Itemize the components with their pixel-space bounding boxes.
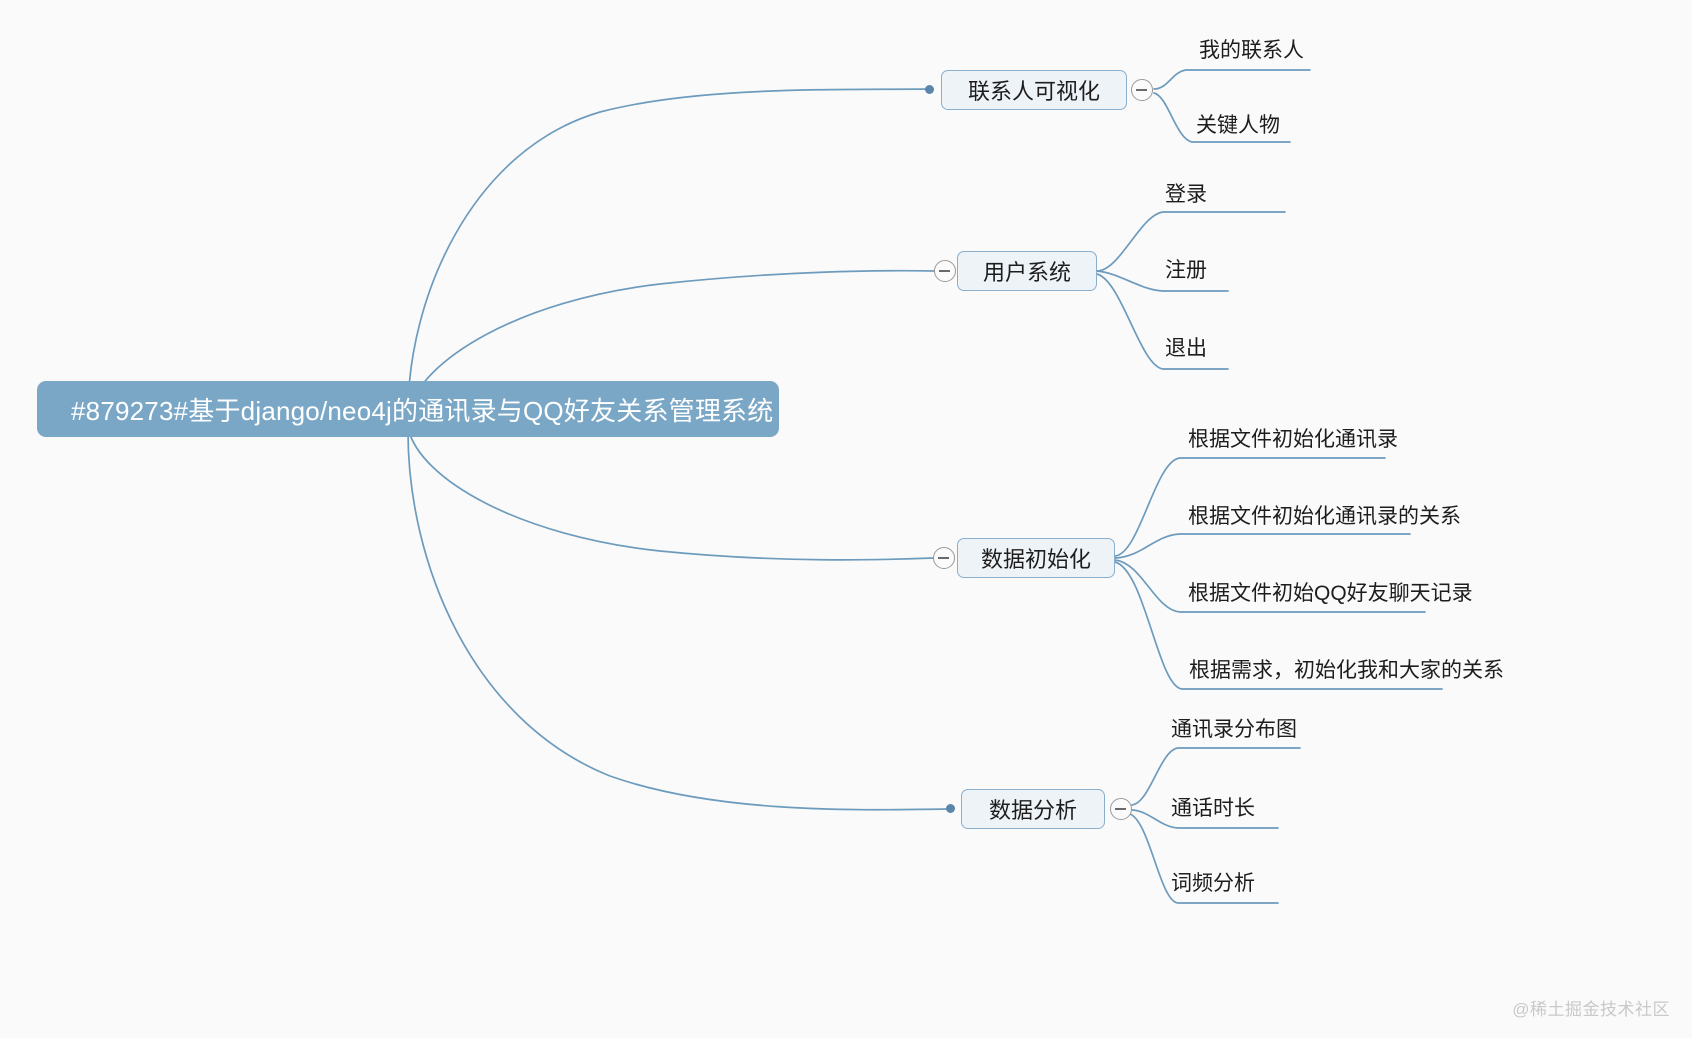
branch-node-label: 数据分析 (988, 798, 1077, 823)
edge-connector-dot (925, 85, 934, 94)
leaf-node-label: 通讯录分布图 (1171, 718, 1297, 741)
minus-circle-icon[interactable] (1131, 79, 1153, 101)
root-node-label: #879273#基于django/neo4j的通讯录与QQ好友关系管理系统 (71, 395, 774, 426)
leaf-node-my-contacts[interactable]: 我的联系人 (1199, 40, 1304, 68)
edge-root-to-branch-3 (407, 431, 949, 811)
edge-branch-1-child-1 (1096, 270, 1229, 292)
branch-node-label: 数据初始化 (980, 547, 1091, 572)
leaf-node-init-my-relations-on-demand[interactable]: 根据需求，初始化我和大家的关系 (1189, 660, 1504, 688)
leaf-node-label: 通话时长 (1171, 797, 1255, 820)
leaf-node-logout[interactable]: 退出 (1165, 338, 1207, 366)
leaf-node-label: 根据文件初始QQ好友聊天记录 (1188, 582, 1473, 605)
leaf-node-label: 根据文件初始化通讯录的关系 (1188, 505, 1461, 528)
leaf-node-register[interactable]: 注册 (1165, 260, 1207, 288)
branch-node-data-analysis[interactable]: 数据分析 (961, 789, 1105, 829)
edge-root-to-branch-0 (407, 88, 929, 414)
watermark: @稀土掘金技术社区 (1512, 1000, 1670, 1019)
minus-circle-icon[interactable] (1110, 798, 1132, 820)
leaf-node-key-person[interactable]: 关键人物 (1196, 115, 1280, 143)
branch-node-label: 用户系统 (982, 260, 1071, 285)
edge-root-to-branch-2 (407, 427, 934, 561)
branch-node-data-initialization[interactable]: 数据初始化 (957, 538, 1115, 578)
leaf-node-word-frequency-analysis[interactable]: 词频分析 (1171, 873, 1255, 901)
leaf-node-call-duration[interactable]: 通话时长 (1171, 798, 1255, 826)
leaf-node-label: 根据文件初始化通讯录 (1188, 428, 1398, 451)
leaf-node-label: 退出 (1165, 337, 1207, 360)
leaf-node-init-qq-chat-records-from-file[interactable]: 根据文件初始QQ好友聊天记录 (1188, 583, 1473, 611)
leaf-node-init-contacts-from-file[interactable]: 根据文件初始化通讯录 (1188, 429, 1398, 457)
leaf-node-label: 我的联系人 (1199, 39, 1304, 62)
leaf-node-init-contact-relations-from-file[interactable]: 根据文件初始化通讯录的关系 (1188, 506, 1461, 534)
root-node[interactable]: #879273#基于django/neo4j的通讯录与QQ好友关系管理系统 (37, 381, 779, 437)
leaf-node-label: 词频分析 (1171, 872, 1255, 895)
leaf-node-label: 登录 (1165, 183, 1207, 206)
edge-connector-dot (946, 804, 955, 813)
leaf-node-login[interactable]: 登录 (1165, 184, 1207, 212)
minus-circle-icon[interactable] (933, 547, 955, 569)
leaf-node-contacts-distribution-chart[interactable]: 通讯录分布图 (1171, 719, 1297, 747)
edge-branch-2-child-1 (1114, 533, 1411, 559)
edge-branch-1-child-2 (1096, 273, 1229, 370)
edge-branch-0-child-0 (1153, 69, 1311, 90)
minus-circle-icon[interactable] (934, 260, 956, 282)
leaf-node-label: 关键人物 (1196, 114, 1280, 137)
branch-node-label: 联系人可视化 (967, 79, 1100, 104)
leaf-node-label: 根据需求，初始化我和大家的关系 (1189, 659, 1504, 682)
branch-node-contact-visualization[interactable]: 联系人可视化 (941, 70, 1127, 110)
leaf-node-label: 注册 (1165, 259, 1207, 282)
branch-node-user-system[interactable]: 用户系统 (957, 251, 1097, 291)
